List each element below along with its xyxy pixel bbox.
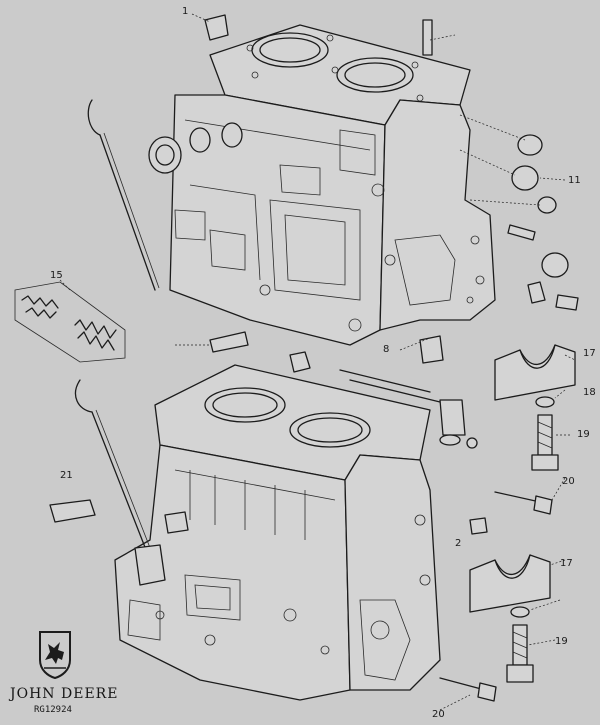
callout-11: 11 [568,175,581,186]
lower-cylinder-block [114,364,441,701]
callout-8: 8 [383,344,389,355]
upper-cylinder-block [148,24,496,346]
callout-15: 15 [50,270,63,281]
callout-2: 2 [455,538,461,549]
drawing-reference: RG12924 [34,705,72,715]
callout-20-upper: 20 [562,476,575,487]
bearing-cap-upper [494,344,576,471]
misc-small-parts [49,331,488,535]
callout-18: 18 [583,387,596,398]
right-parts-upper [204,14,579,311]
callout-19-upper: 19 [577,429,590,440]
spring-assembly [14,281,126,363]
callout-20-lower: 20 [432,709,445,720]
callout-17-lower: 17 [560,558,573,569]
bearing-cap-lower [469,554,551,683]
leader-lines [59,13,576,711]
dipstick-upper [87,99,160,291]
callout-1: 1 [182,6,188,17]
bolt-lower-20 [439,677,497,702]
brand-name: JOHN DEERE [10,686,119,702]
bolt-upper-20 [494,491,553,515]
deer-logo-icon [39,631,71,680]
callout-19-lower: 19 [555,636,568,647]
callout-17-upper: 17 [583,348,596,359]
dipstick-lower [75,379,166,586]
brand-block: JOHN DEERE RG12924 [6,630,126,722]
callout-21: 21 [60,470,73,481]
